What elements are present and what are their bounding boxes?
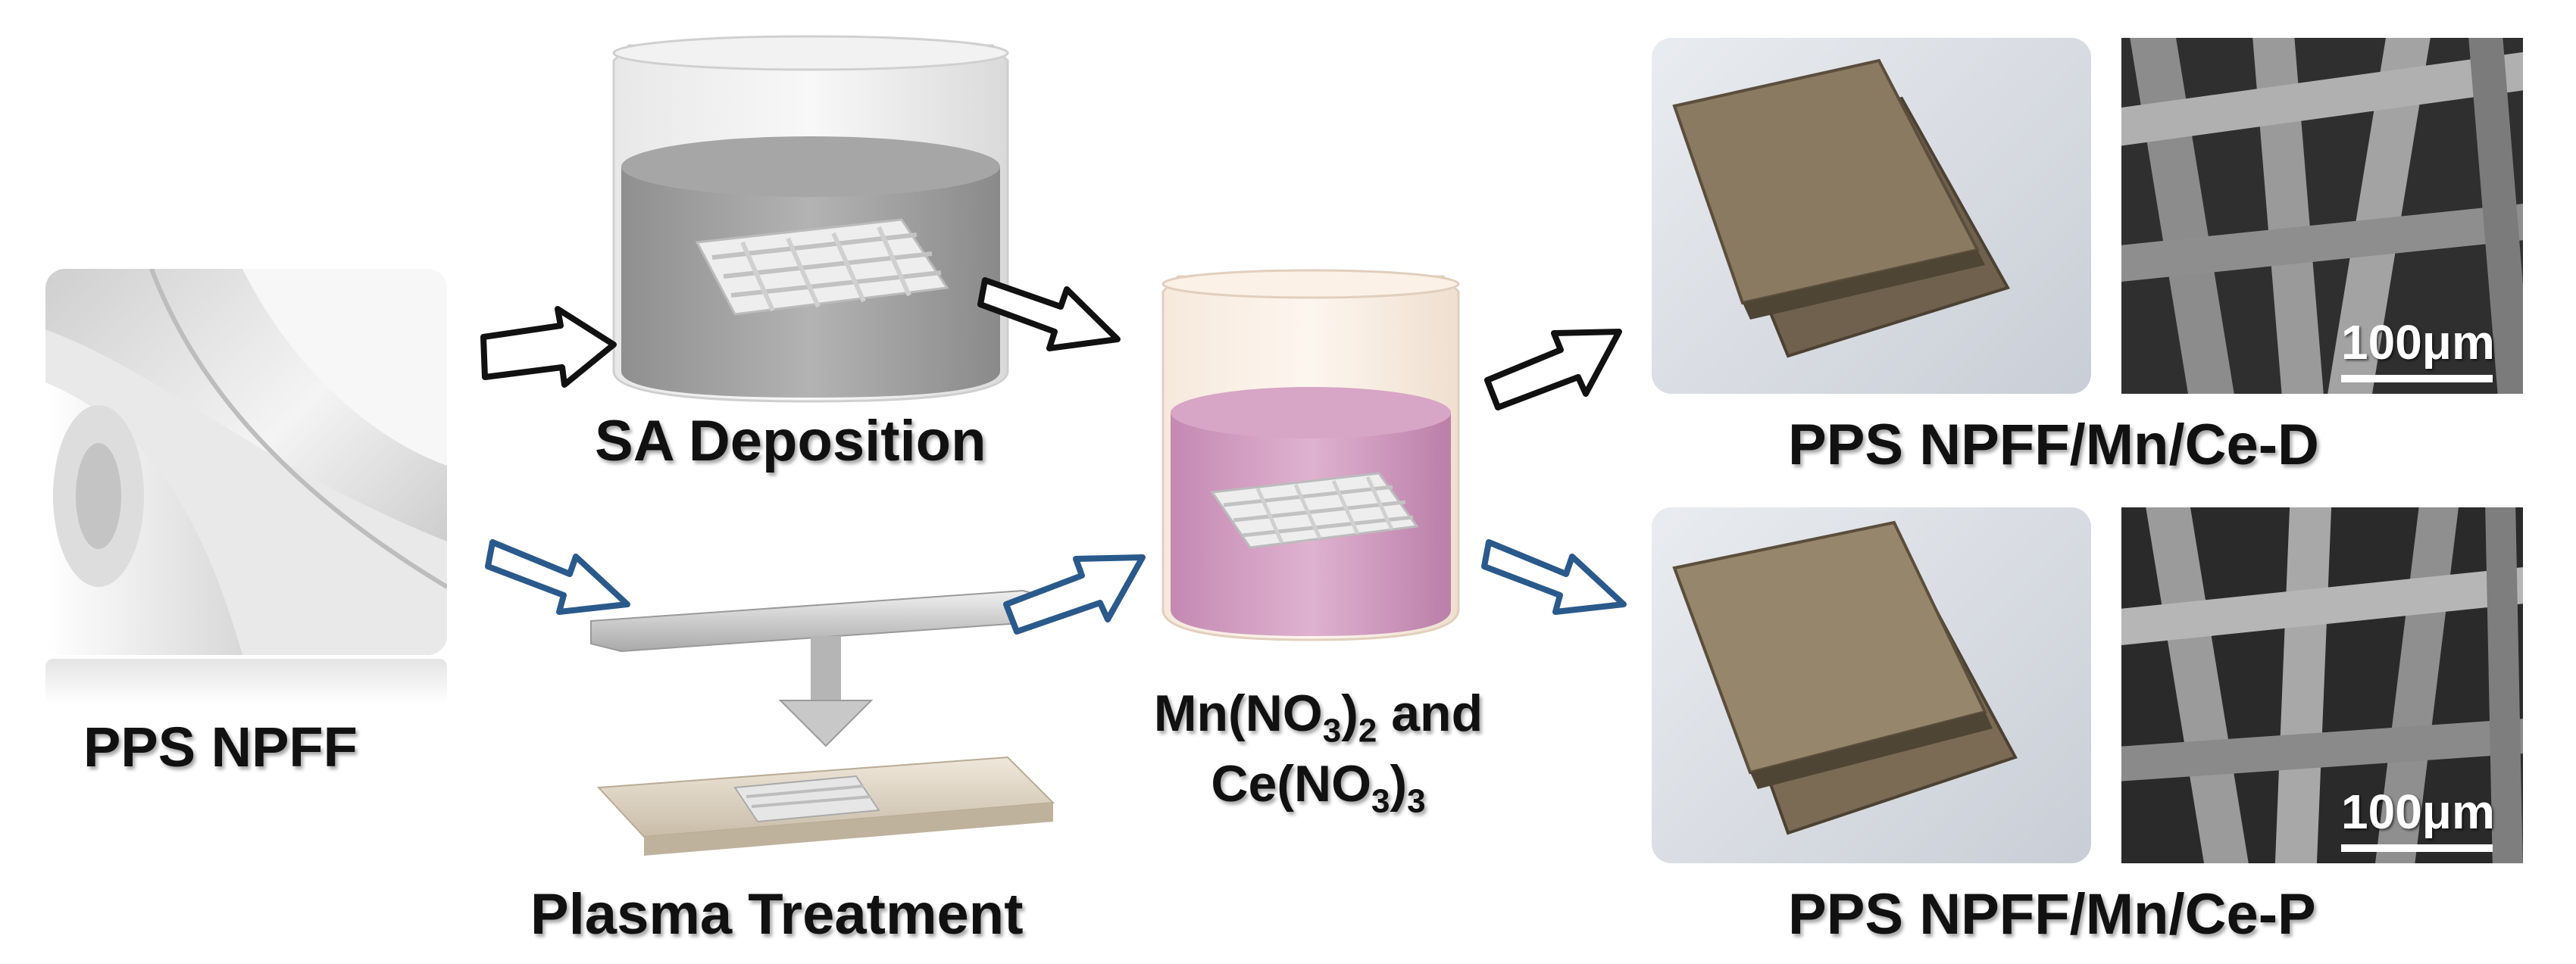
scale-bar-top: [2341, 375, 2493, 382]
solution-label: Mn(NO3)2 and Ce(NO3)3: [1129, 682, 1508, 822]
arrow-sa-to-solution-icon: [977, 277, 1121, 351]
pps-npff-reflection: [45, 659, 447, 704]
scale-bar-top-label: 100μm: [2341, 315, 2495, 370]
plasma-arrow-down-icon: [778, 636, 874, 747]
result-bottom-label: PPS NPFF/Mn/Ce-P: [1788, 882, 2316, 947]
bottom-process-label: Plasma Treatment: [530, 882, 1024, 947]
solution-line2: Ce(NO3)3: [1211, 754, 1426, 820]
mesh-fabric-icon: [695, 218, 949, 316]
sem-d-image: [2121, 38, 2523, 394]
scale-bar-bottom-label: 100μm: [2341, 785, 2495, 839]
top-process-label: SA Deposition: [595, 409, 986, 473]
pps-npff-photo: [45, 269, 447, 655]
sem-fibers-image: [2121, 507, 2523, 863]
white-fabric-roll-image: [45, 269, 447, 655]
brown-fabric-image: [1672, 520, 2018, 835]
solution-line1: Mn(NO3)2 and: [1153, 685, 1483, 750]
solution-beaker: [1161, 269, 1460, 641]
sem-p-image: [2121, 507, 2523, 863]
plasma-device: [590, 589, 1055, 856]
arrow-start-to-plasma-icon: [485, 539, 630, 615]
scale-bar-bottom: [2341, 844, 2493, 852]
arrow-solution-to-d-icon: [1484, 329, 1622, 410]
sa-beaker: [612, 35, 1009, 403]
fabric-p-photo: [1652, 507, 2091, 863]
start-label: PPS NPFF: [83, 716, 358, 778]
mesh-fabric-icon: [1210, 472, 1419, 549]
brown-fabric-image: [1672, 58, 2010, 358]
sem-fibers-image: [2121, 38, 2523, 394]
arrow-start-to-sa-icon: [480, 306, 617, 388]
result-top-label: PPS NPFF/Mn/Ce-D: [1788, 413, 2319, 477]
arrow-solution-to-p-icon: [1481, 539, 1627, 615]
fabric-d-photo: [1652, 38, 2091, 394]
arrow-plasma-to-solution-icon: [1003, 554, 1146, 635]
